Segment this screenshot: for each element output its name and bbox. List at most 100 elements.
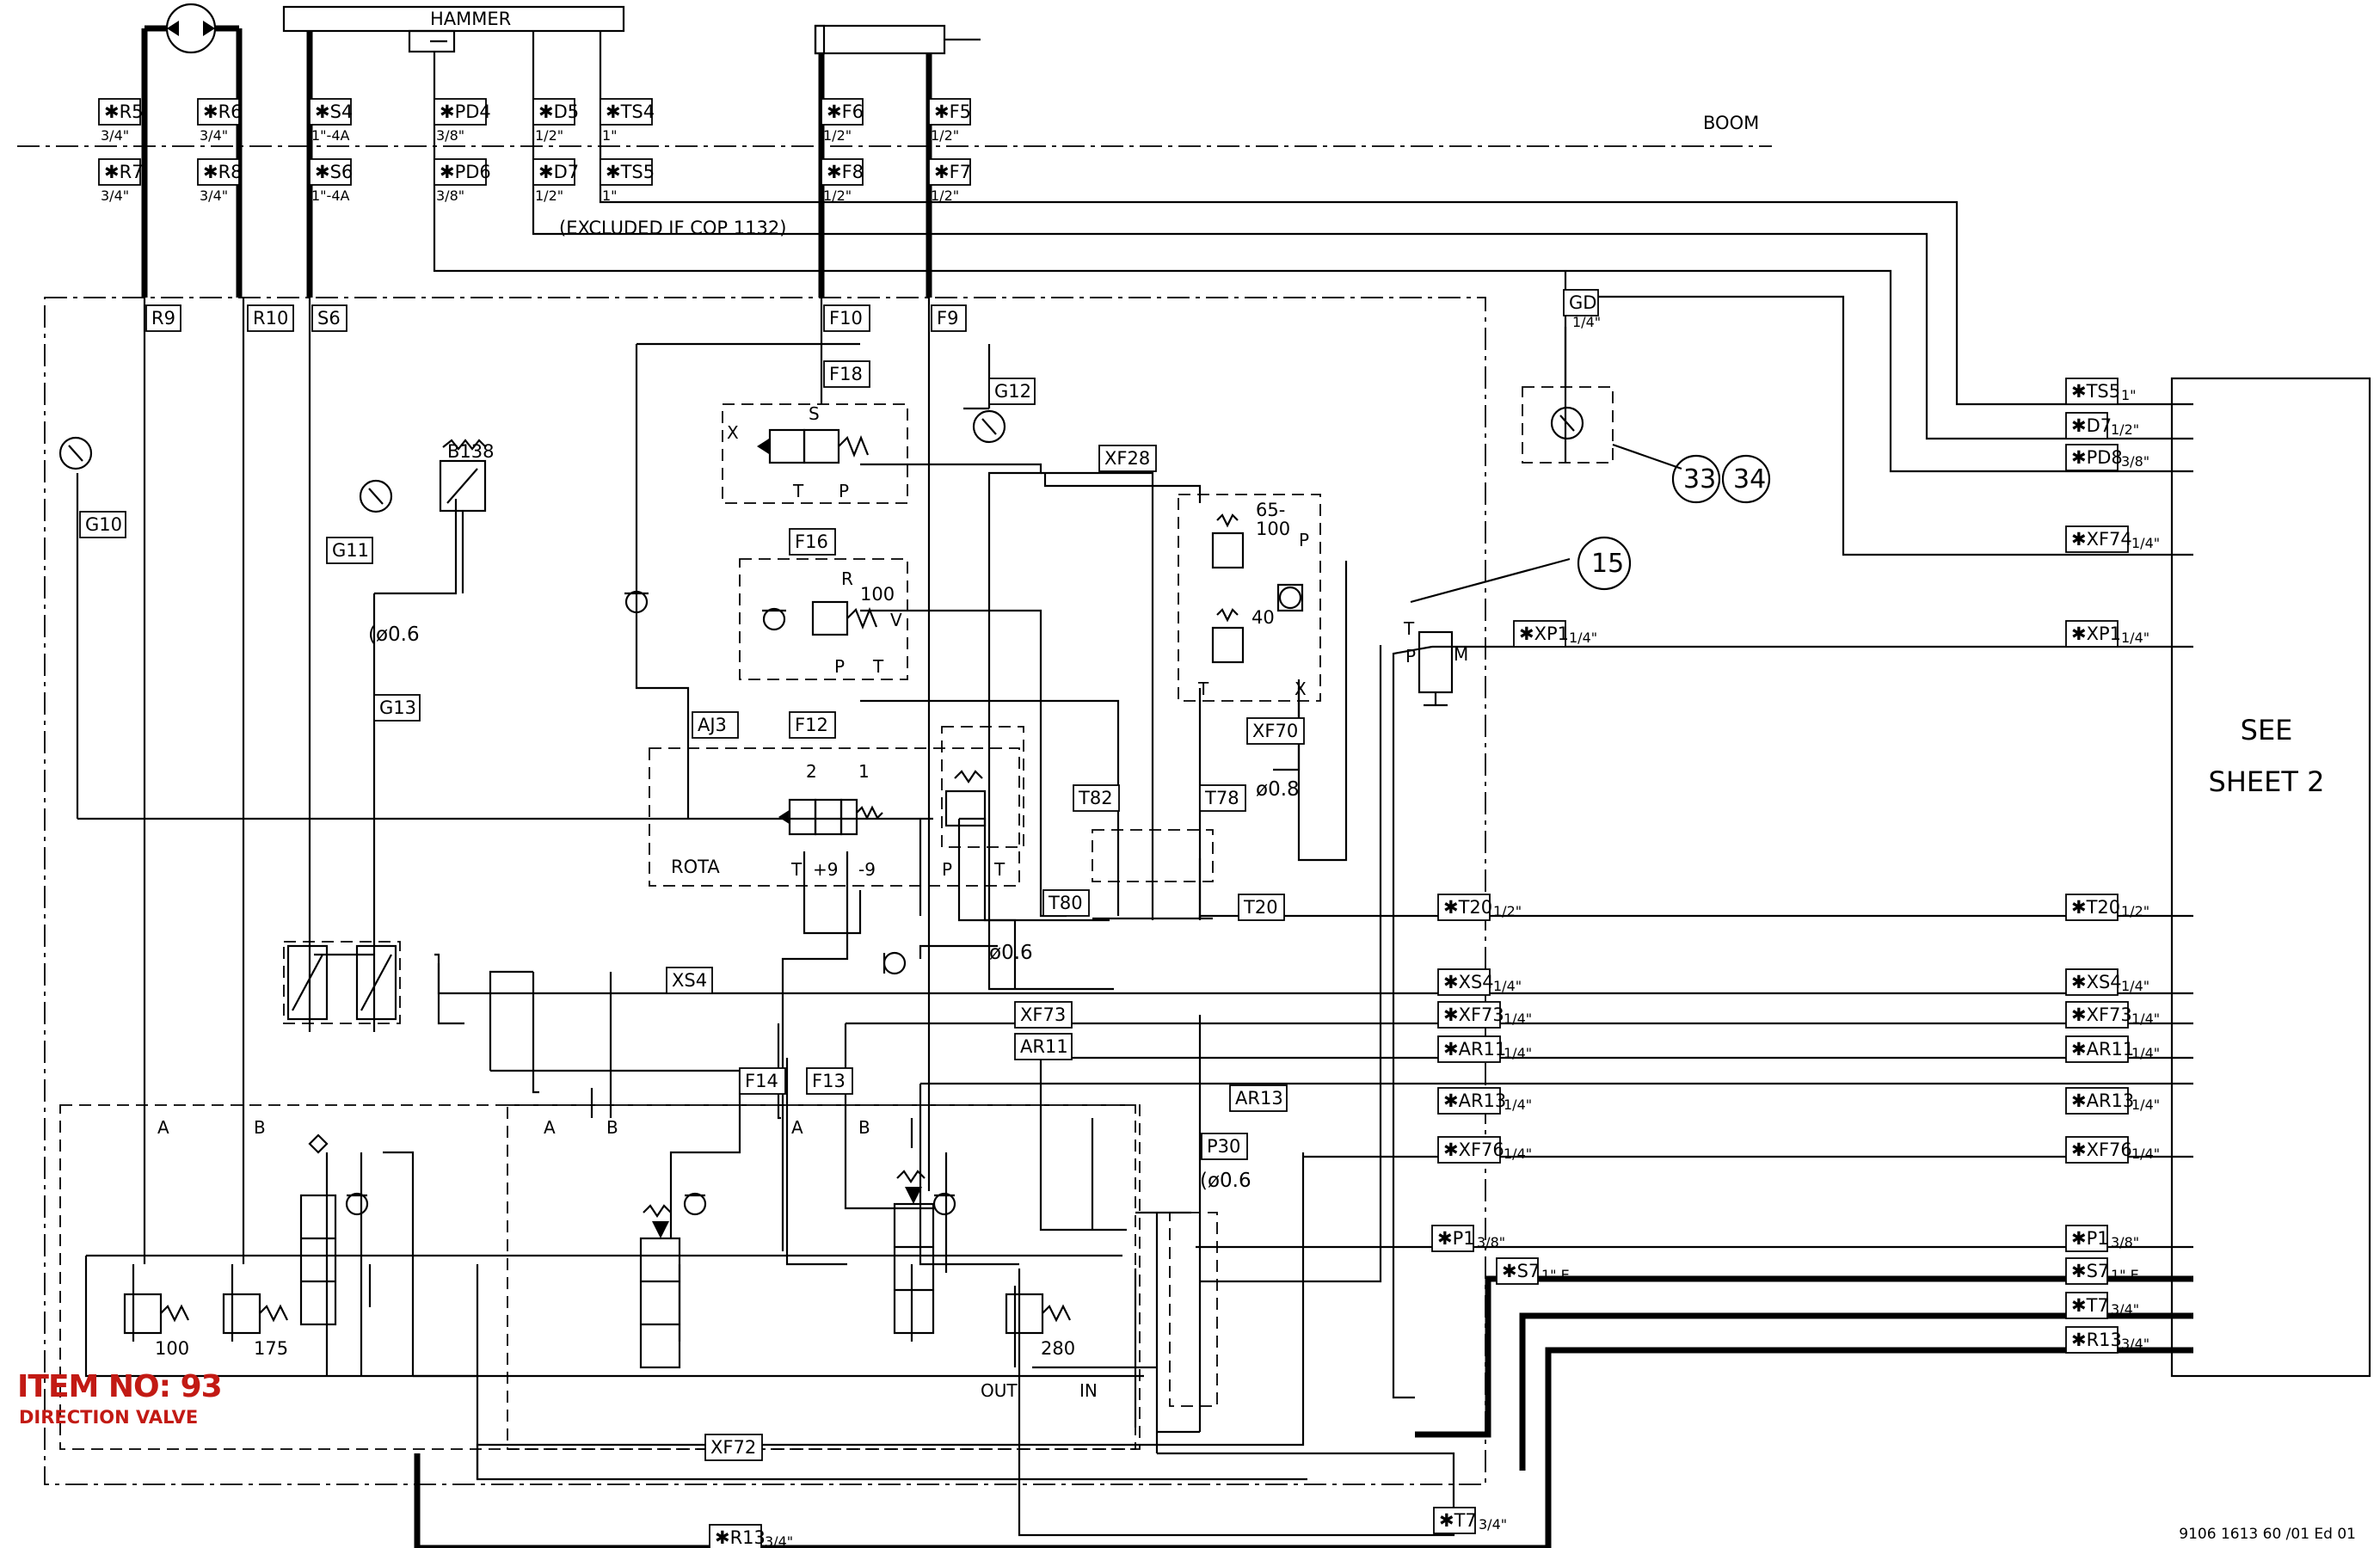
top-port-9-text: ✱R8 [203,162,243,182]
right-port-14: ✱R13 [2065,1326,2122,1354]
internal-label-g12-text: G12 [994,381,1031,402]
port-letter-12: 1 [858,761,870,782]
direction-valve-mid-icon [639,1204,681,1369]
internal-label-ar13-text: AR13 [1235,1088,1283,1109]
relief-valve-100-icon [123,1293,189,1335]
top-port-14: ✱F8 [821,158,864,186]
pressure-gauges [58,406,1584,513]
top-port-size-1: 3/4" [200,127,228,144]
top-port-0: ✱R5 [98,98,144,126]
internal-label-xf72-text: XF72 [710,1437,756,1458]
top-port-10-text: ✱S6 [315,162,353,182]
internal-label-xf70: XF70 [1246,717,1305,745]
top-port-size-12: 1/2" [535,187,563,204]
port-letter-6: T [872,656,884,677]
right-port-5-text: ✱T20 [2071,897,2120,918]
port-letter-25: A [791,1117,803,1138]
top-port-6: ✱F6 [821,98,864,126]
right-port-size-7: 1/4" [2131,1010,2160,1027]
port-letter-15: -9 [858,859,876,880]
internal-label-p30: P30 [1201,1133,1248,1160]
internal-label-g11: G11 [326,537,373,564]
port-letter-22: B [254,1117,266,1138]
mid-port-size-7: 3/8" [1477,1234,1505,1250]
boom-label: BOOM [1703,113,1759,133]
feed-cylinder [814,24,981,55]
internal-label-t82-text: T82 [1078,788,1113,808]
internal-label-g13: G13 [373,694,421,722]
top-port-12: ✱D7 [532,158,579,186]
top-port-0-text: ✱R5 [104,101,144,122]
direction-valve-left-icon [299,1133,337,1326]
port-letter-14: +9 [813,859,838,880]
top-port-8: ✱R7 [98,158,144,186]
right-port-size-6: 1/4" [2121,978,2149,994]
mid-port-size-8: 1" E [1541,1267,1570,1283]
mid-port-9-text: ✱T7 [1439,1510,1477,1531]
hammer-unit: HAMMER [282,5,625,53]
right-port-size-10: 1/4" [2131,1146,2160,1162]
top-port-15: ✱F7 [928,158,971,186]
internal-label-f18-text: F18 [829,364,863,384]
valve-value-1: 65- [1256,500,1285,520]
internal-label-xf28-text: XF28 [1104,448,1150,469]
top-port-size-13: 1" [602,187,618,204]
valve-6500-icon [1211,513,1245,664]
gauge-g12-icon [972,409,1006,444]
internal-label-r10-text: R10 [253,308,288,329]
orifice-2: ø0.6 [989,942,1033,964]
port-letter-8: P [1299,530,1309,550]
internal-label-g12: G12 [988,378,1036,405]
internal-label-g13-text: G13 [379,697,416,718]
internal-label-f9: F9 [931,304,967,332]
mid-port-10: ✱R13 [709,1524,766,1548]
top-port-2: ✱S4 [309,98,353,126]
orifice-3: (ø0.6 [1200,1170,1251,1192]
mid-port-size-10: 3/4" [765,1533,793,1548]
top-port-13: ✱TS5 [600,158,655,186]
mid-port-size-5: 1/4" [1504,1096,1532,1113]
gd-size: 1/4" [1572,314,1601,330]
internal-label-r10: R10 [247,304,294,332]
valve-value-1-b: 100 [1256,519,1290,539]
internal-label-ar11-text: AR11 [1020,1036,1068,1057]
check-valve-icon [1276,583,1304,612]
internal-label-f16-text: F16 [795,531,828,552]
port-letter-7: V [890,610,902,630]
mid-port-4: ✱AR11 [1437,1035,1506,1063]
right-port-4-text: ✱XP1 [2071,624,2121,644]
top-port-size-11: 3/8" [436,187,464,204]
right-port-10-text: ✱XF76 [2071,1140,2132,1160]
port-letter-20: M [1454,644,1468,665]
valve-value-5: 280 [1041,1338,1075,1359]
internal-label-aj3: AJ3 [692,711,739,739]
item-number: ITEM NO: 93 [17,1369,223,1404]
internal-label-f14: F14 [739,1067,786,1095]
valve-value-4: 175 [254,1338,288,1359]
right-port-size-3: 1/4" [2131,535,2160,551]
internal-label-f13: F13 [806,1067,853,1095]
mid-port-4-text: ✱AR11 [1443,1039,1506,1060]
internal-label-t80: T80 [1042,889,1090,917]
orifice-labels: (ø0.6ø0.8ø0.6(ø0.6 [368,624,1300,1192]
right-port-9-text: ✱AR13 [2071,1090,2134,1111]
top-port-6-text: ✱F6 [827,101,864,122]
internal-label-xf72: XF72 [704,1434,763,1461]
internal-label-g11-text: G11 [332,540,369,561]
top-port-7: ✱F5 [928,98,971,126]
right-port-8: ✱AR11 [2065,1035,2134,1063]
right-port-5: ✱T20 [2065,894,2120,921]
rotation-motor [141,3,243,298]
port-letter-19: P [1405,646,1416,666]
internal-label-t80-text: T80 [1048,893,1083,913]
internal-label-xs4-text: XS4 [672,970,707,991]
directional-valves [299,428,1454,1369]
right-port-2-text: ✱PD8 [2071,447,2123,468]
top-port-3-text: ✱PD4 [440,101,491,122]
mid-port-size-1: 1/2" [1493,903,1522,919]
right-port-7: ✱XF73 [2065,1001,2132,1029]
internal-label-f9-text: F9 [937,308,958,329]
